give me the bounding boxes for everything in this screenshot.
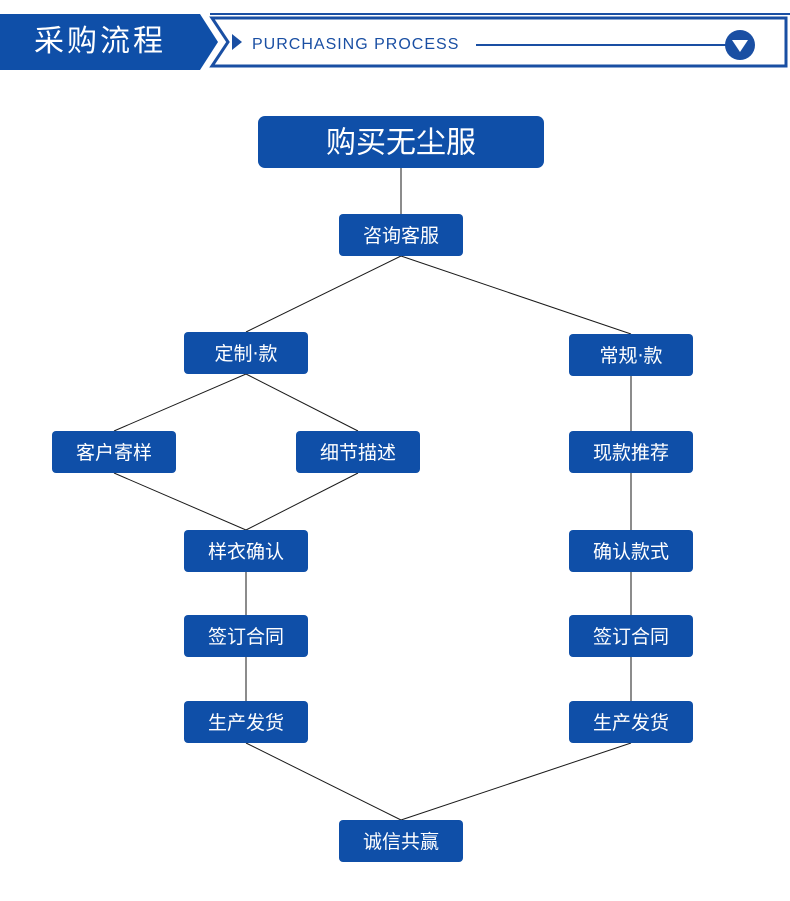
flow-node-produce_r: 生产发货 bbox=[569, 701, 693, 743]
page-header: 采购流程 PURCHASING PROCESS bbox=[0, 0, 790, 80]
flow-node-describe: 细节描述 bbox=[296, 431, 420, 473]
flow-node-box bbox=[339, 214, 463, 256]
page-subtitle: PURCHASING PROCESS bbox=[252, 36, 460, 53]
flow-node-box bbox=[184, 701, 308, 743]
flow-edge-custom-to-describe bbox=[245, 373, 359, 432]
flow-node-consult: 咨询客服 bbox=[339, 214, 463, 256]
flow-node-box bbox=[569, 701, 693, 743]
flow-edge-consult-to-custom bbox=[245, 255, 402, 333]
flow-node-buy: 购买无尘服 bbox=[258, 116, 544, 168]
flow-node-label: 诚信共赢 bbox=[363, 831, 439, 853]
flow-node-box bbox=[52, 431, 176, 473]
header-arrow-marker bbox=[232, 34, 242, 50]
flow-node-box bbox=[339, 820, 463, 862]
flow-node-label: 生产发货 bbox=[208, 712, 284, 734]
flow-node-label: 定制·款 bbox=[214, 343, 277, 365]
header-right-frame bbox=[209, 16, 788, 68]
flow-node-contract_r: 签订合同 bbox=[569, 615, 693, 657]
flow-node-label: 确认款式 bbox=[593, 541, 669, 563]
flow-node-box bbox=[258, 116, 544, 168]
flow-node-label: 常规·款 bbox=[599, 345, 662, 367]
flow-node-recommend: 现款推荐 bbox=[569, 431, 693, 473]
flow-node-box bbox=[569, 530, 693, 572]
flow-node-label: 签订合同 bbox=[208, 626, 284, 648]
flow-node-label: 咨询客服 bbox=[363, 225, 439, 247]
flow-node-box bbox=[296, 431, 420, 473]
flow-node-label: 现款推荐 bbox=[593, 442, 669, 464]
flow-node-label: 样衣确认 bbox=[208, 541, 284, 563]
page-title: 采购流程 bbox=[34, 24, 166, 59]
flow-node-label: 签订合同 bbox=[593, 626, 669, 648]
flow-edge-consult-to-regular bbox=[400, 255, 632, 335]
flow-node-confirm_sample: 样衣确认 bbox=[184, 530, 308, 572]
flow-edge-custom-to-send_sample bbox=[113, 373, 247, 432]
flow-node-custom: 定制·款 bbox=[184, 332, 308, 374]
flow-node-box bbox=[569, 431, 693, 473]
flow-node-regular: 常规·款 bbox=[569, 334, 693, 376]
flow-edge-produce_r-to-win bbox=[400, 742, 632, 821]
flow-node-contract_l: 签订合同 bbox=[184, 615, 308, 657]
flow-node-box bbox=[184, 530, 308, 572]
flow-node-label: 生产发货 bbox=[593, 712, 669, 734]
flow-node-produce_l: 生产发货 bbox=[184, 701, 308, 743]
flow-edge-send_sample-to-confirm_sample bbox=[113, 472, 247, 531]
flow-node-label: 细节描述 bbox=[320, 442, 396, 464]
flow-node-box bbox=[569, 334, 693, 376]
flow-node-send_sample: 客户寄样 bbox=[52, 431, 176, 473]
flow-node-box bbox=[184, 332, 308, 374]
flow-edge-describe-to-confirm_sample bbox=[245, 472, 359, 531]
header-banner bbox=[0, 13, 790, 70]
flow-node-label: 客户寄样 bbox=[76, 442, 152, 464]
flow-edges bbox=[113, 168, 632, 821]
chevron-down-icon bbox=[725, 30, 755, 60]
flow-node-box bbox=[569, 615, 693, 657]
flow-node-win: 诚信共赢 bbox=[339, 820, 463, 862]
flow-edge-produce_l-to-win bbox=[245, 742, 402, 821]
flow-node-confirm_style: 确认款式 bbox=[569, 530, 693, 572]
header-left-block bbox=[0, 14, 218, 70]
flow-node-label: 购买无尘服 bbox=[326, 126, 476, 161]
flow-node-box bbox=[184, 615, 308, 657]
